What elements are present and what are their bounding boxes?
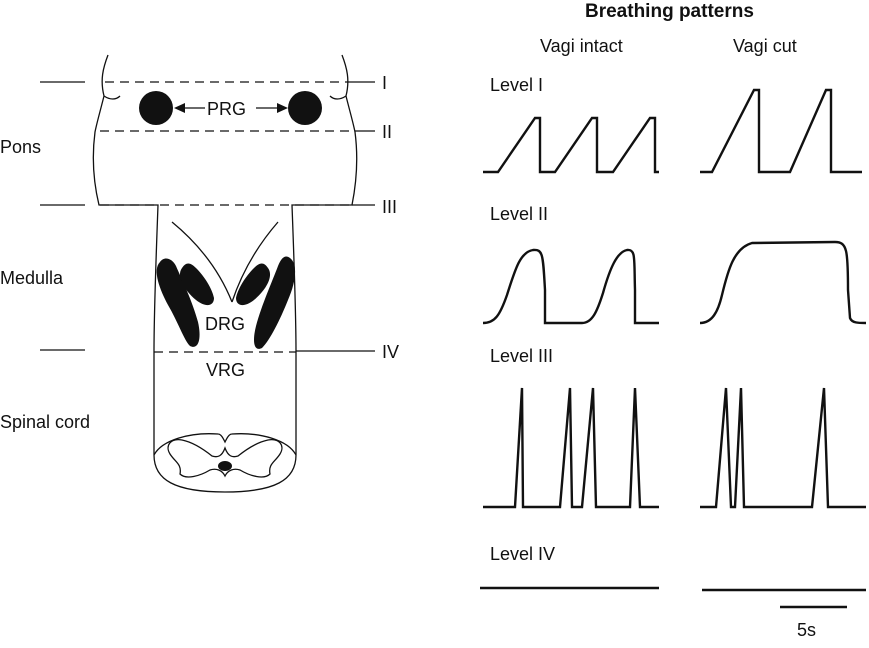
trace-level-ii-vagi-cut <box>699 240 867 325</box>
trace-level-ii-vagi-intact <box>482 248 659 325</box>
section-lines: I II III IV <box>40 73 399 362</box>
drg-label: DRG <box>205 314 245 334</box>
prg-label: PRG <box>207 99 246 119</box>
central-canal <box>218 461 232 471</box>
section-label-ii: II <box>382 122 392 142</box>
vrg-left-blob <box>156 258 200 347</box>
vrg-right-blob <box>254 256 296 349</box>
section-label-i: I <box>382 73 387 93</box>
drg-left-blob <box>179 263 214 306</box>
prg-arrow-right-head <box>277 103 288 113</box>
column-header-vagi-cut: Vagi cut <box>733 36 797 56</box>
pons-right-notch <box>329 95 347 100</box>
brainstem-outline <box>92 54 358 493</box>
trace-level-i-vagi-intact <box>483 116 659 174</box>
prg-arrow-left-head <box>174 103 185 113</box>
prg-left-circle <box>139 91 173 125</box>
fourth-ventricle-right <box>231 221 279 303</box>
level-label-iv: Level IV <box>490 544 555 564</box>
region-label-spinal-cord: Spinal cord <box>0 412 90 432</box>
fourth-ventricle-left <box>171 221 233 303</box>
region-label-medulla: Medulla <box>0 268 64 288</box>
trace-level-iii-vagi-intact <box>483 387 659 509</box>
region-label-pons: Pons <box>0 137 41 157</box>
column-header-vagi-intact: Vagi intact <box>540 36 623 56</box>
brainstem-diagram: PRG DRG VRG <box>92 54 358 493</box>
figure-title: Breathing patterns <box>585 1 754 22</box>
section-label-iv: IV <box>382 342 399 362</box>
level-label-i: Level I <box>490 75 543 95</box>
section-label-iii: III <box>382 197 397 217</box>
spinal-gray-matter <box>167 439 283 478</box>
spinal-cord-outline <box>153 433 297 456</box>
drg-right-blob <box>236 263 271 306</box>
level-label-ii: Level II <box>490 204 548 224</box>
prg-right-circle <box>288 91 322 125</box>
trace-level-i-vagi-cut <box>700 88 862 174</box>
trace-level-iii-vagi-cut <box>700 387 866 509</box>
vrg-label: VRG <box>206 360 245 380</box>
pons-left-notch <box>103 95 121 100</box>
level-label-iii: Level III <box>490 346 553 366</box>
time-scale-label: 5s <box>797 620 816 640</box>
